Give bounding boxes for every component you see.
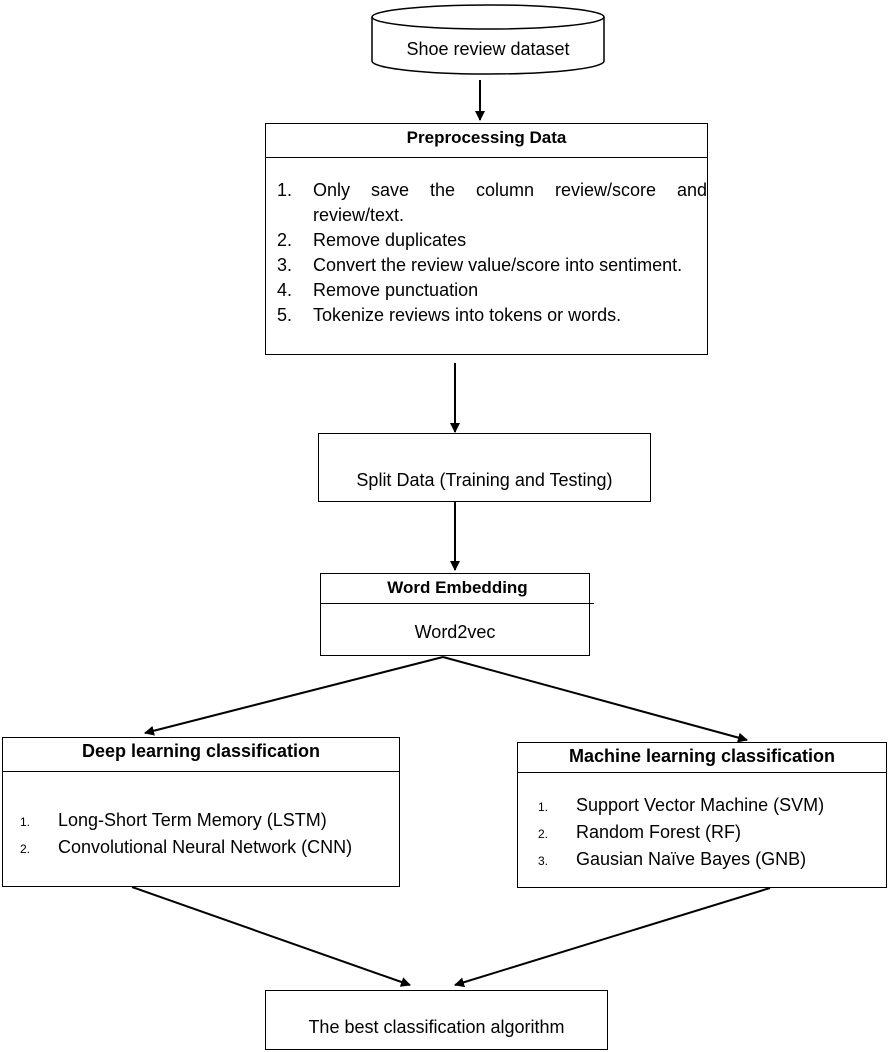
word-embedding-title: Word Embedding	[321, 574, 594, 604]
machine-learning-title: Machine learning classification	[518, 743, 886, 773]
preprocessing-box: Preprocessing Data 1.Only save the colum…	[265, 123, 708, 355]
list-item: 2.Remove duplicates	[277, 230, 467, 250]
deep-learning-list: 1.Long-Short Term Memory (LSTM) 2.Convol…	[3, 772, 399, 862]
dataset-label: Shoe review dataset	[406, 39, 570, 59]
best-algorithm-label: The best classification algorithm	[308, 1017, 565, 1037]
split-data-box: Split Data (Training and Testing)	[318, 433, 651, 502]
database-cylinder-icon	[371, 4, 605, 75]
deep-learning-box: Deep learning classification 1.Long-Shor…	[2, 737, 400, 887]
list-item: 3.Convert the review value/score into se…	[277, 255, 683, 275]
machine-learning-box: Machine learning classification 1.Suppor…	[517, 742, 887, 888]
split-data-label: Split Data (Training and Testing)	[356, 470, 613, 490]
list-item: 5.Tokenize reviews into tokens or words.	[277, 305, 622, 325]
preprocessing-steps: 1.Only save the column review/score and …	[266, 158, 707, 328]
arrow-embedding-to-deep-learning	[144, 656, 444, 736]
word-embedding-box: Word Embedding Word2vec	[320, 573, 594, 656]
arrow-machine-learning-to-result	[454, 887, 771, 988]
machine-learning-list: 1.Support Vector Machine (SVM) 2.Random …	[518, 773, 886, 874]
preprocessing-title: Preprocessing Data	[266, 124, 707, 158]
arrow-deep-learning-to-result	[131, 886, 411, 987]
dataset-node: Shoe review dataset	[370, 3, 606, 77]
word-embedding-method: Word2vec	[414, 622, 496, 642]
best-algorithm-box: The best classification algorithm	[265, 990, 608, 1050]
list-item: 1.Support Vector Machine (SVM)	[538, 795, 825, 815]
list-item: 1.Only save the column review/score and …	[277, 180, 707, 225]
list-item: 1.Long-Short Term Memory (LSTM)	[20, 810, 327, 830]
arrow-embedding-to-machine-learning	[442, 656, 748, 743]
list-item: 2.Convolutional Neural Network (CNN)	[20, 837, 353, 857]
list-item: 3.Gausian Naïve Bayes (GNB)	[538, 849, 807, 869]
deep-learning-title: Deep learning classification	[3, 738, 399, 772]
list-item: 2.Random Forest (RF)	[538, 822, 742, 842]
list-item: 4.Remove punctuation	[277, 280, 479, 300]
